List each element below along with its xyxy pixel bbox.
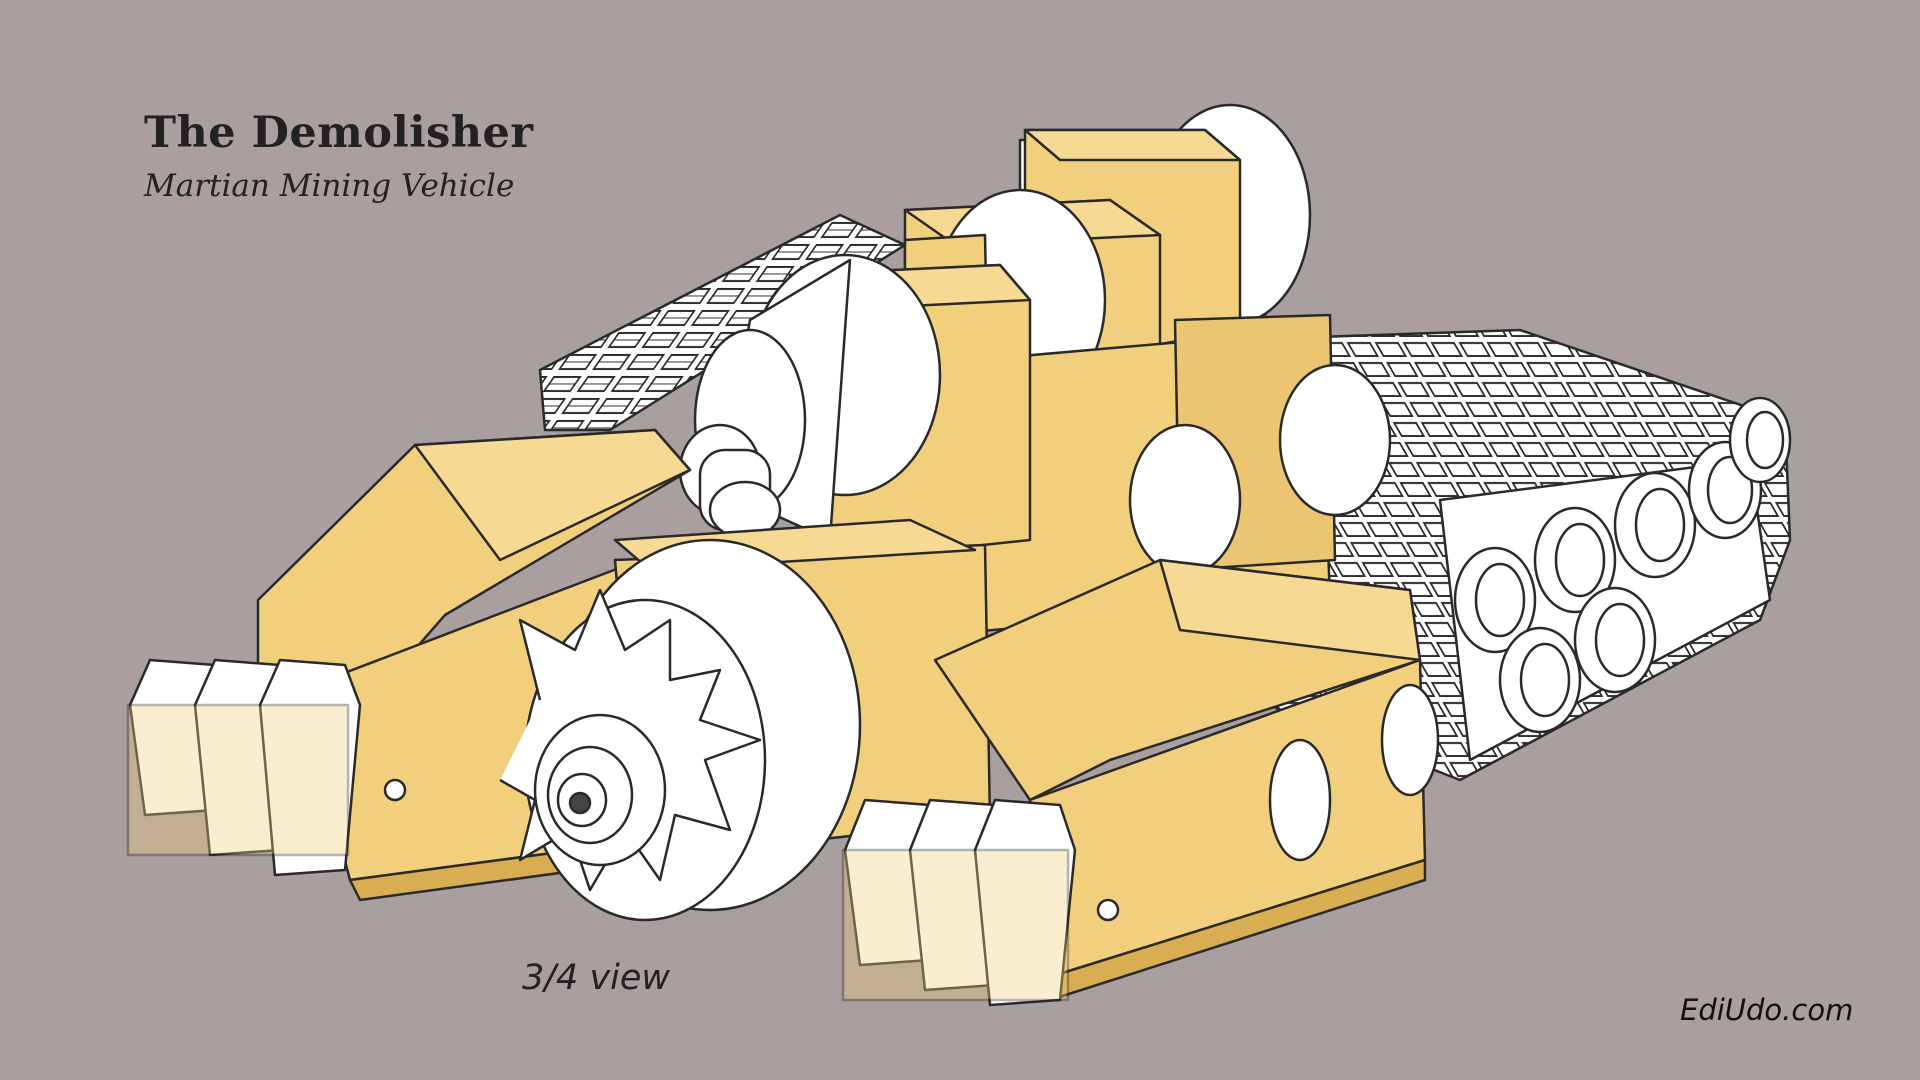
rotary-cutter — [499, 538, 862, 922]
title: The Demolisher — [144, 108, 534, 158]
road-wheels — [1453, 396, 1792, 734]
right-blades — [841, 798, 1077, 1007]
credit: EdiUdo.com — [1680, 993, 1854, 1027]
drill-spindle — [678, 253, 942, 542]
view-label: 3/4 view — [522, 958, 671, 998]
right-pod — [933, 558, 1440, 1002]
left-blades — [126, 658, 362, 877]
subtitle: Martian Mining Vehicle — [144, 168, 515, 204]
